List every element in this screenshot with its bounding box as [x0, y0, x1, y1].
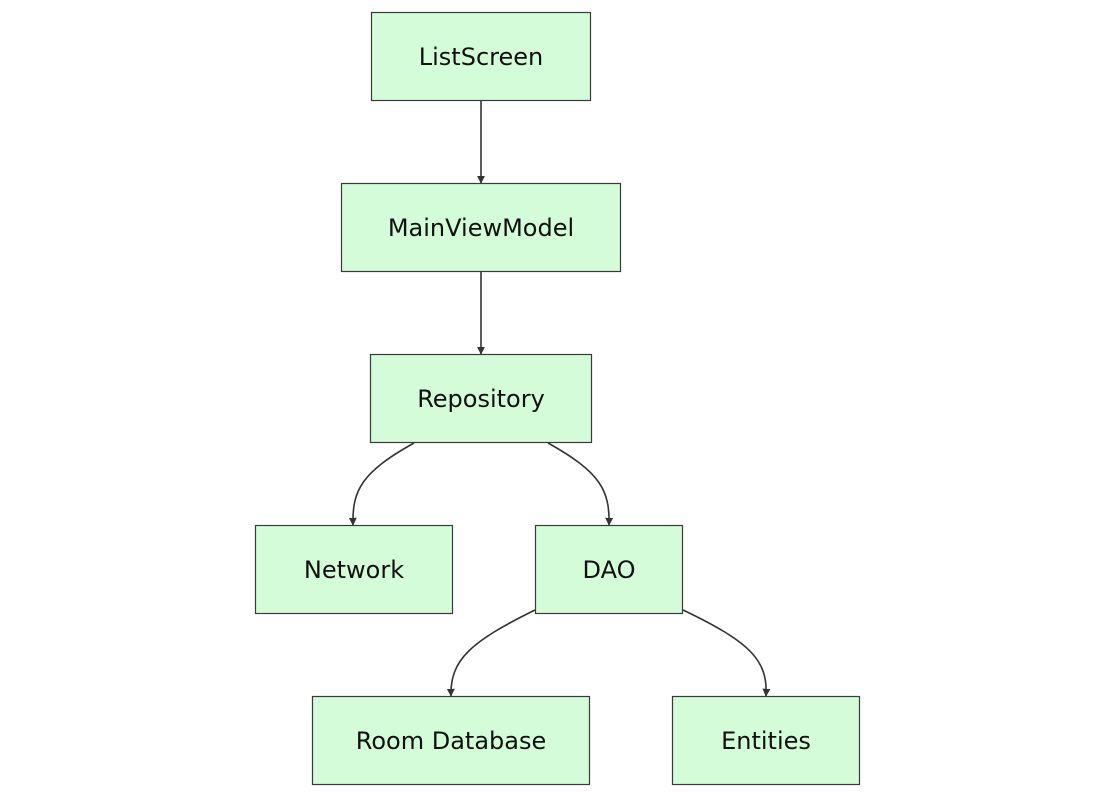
node-entities-box: [671, 695, 861, 786]
edge-repository-to-dao: [547, 442, 614, 526]
node-network-box: [254, 524, 454, 615]
node-repository-label: Repository: [417, 385, 545, 413]
node-mainviewmodel-box: [340, 182, 622, 273]
node-mainviewmodel[interactable]: MainViewModel: [340, 182, 622, 273]
node-repository-box: [369, 353, 593, 444]
edge-repository-to-network: [348, 442, 415, 526]
node-entities[interactable]: Entities: [671, 695, 861, 786]
node-dao-box: [534, 524, 684, 615]
node-entities-label: Entities: [721, 727, 811, 755]
edge-dao-to-roomdatabase: [446, 609, 536, 697]
node-roomdatabase[interactable]: Room Database: [311, 695, 591, 786]
node-repository[interactable]: Repository: [369, 353, 593, 444]
edge-dao-to-entities: [682, 609, 771, 697]
node-dao[interactable]: DAO: [534, 524, 684, 615]
node-mainviewmodel-label: MainViewModel: [388, 214, 574, 242]
node-dao-label: DAO: [583, 556, 636, 584]
node-network[interactable]: Network: [254, 524, 454, 615]
edges: [348, 101, 771, 697]
node-roomdatabase-label: Room Database: [356, 727, 547, 755]
node-listscreen[interactable]: ListScreen: [370, 11, 592, 102]
node-listscreen-label: ListScreen: [419, 43, 543, 71]
node-network-label: Network: [304, 556, 404, 584]
node-roomdatabase-box: [311, 695, 591, 786]
node-listscreen-box: [370, 11, 592, 102]
